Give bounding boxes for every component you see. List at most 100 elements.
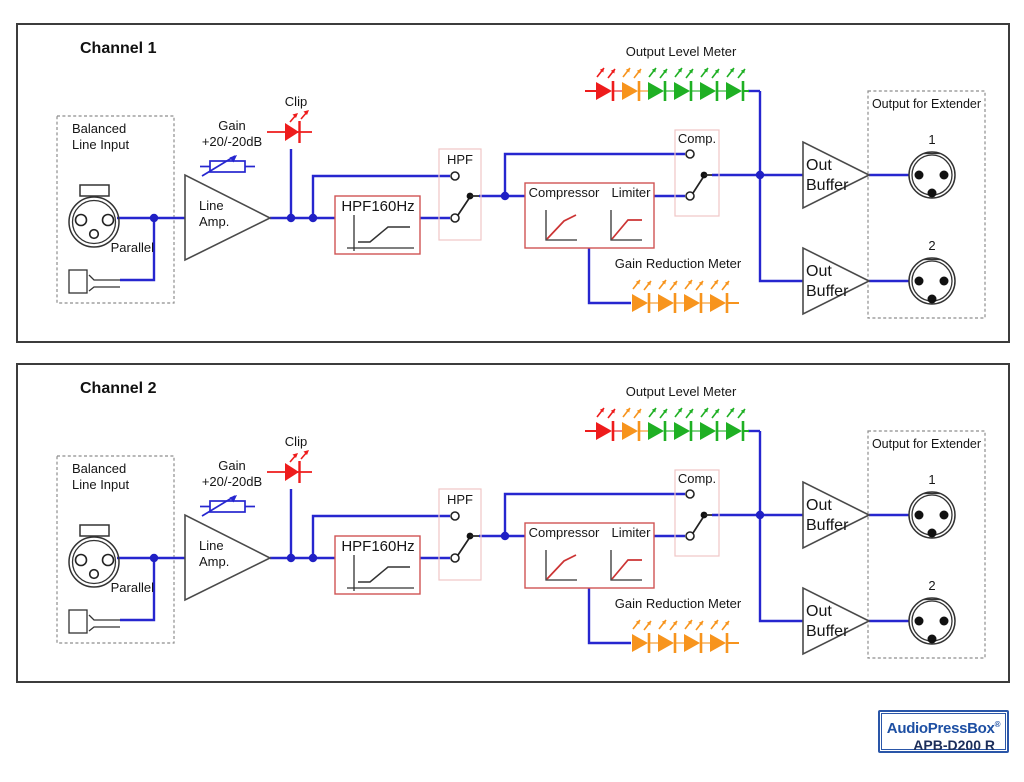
parallel-label: Parallel: [110, 240, 154, 255]
clip-led-icon: [267, 450, 312, 483]
brand-logo-inner: AudioPressBox® APB-D200 R: [881, 713, 1006, 753]
xlr2-label: 2: [928, 578, 936, 593]
comp-switch-icon: [674, 469, 720, 557]
xlr-output2-icon: [908, 597, 956, 645]
output-extender-box: [867, 430, 986, 659]
out-buffer1-icon: [802, 140, 871, 210]
limiter-label: Limiter: [611, 185, 651, 200]
balanced-input-box: [56, 115, 175, 304]
model-number: APB-D200 R: [913, 737, 995, 753]
led-icon: [674, 67, 694, 101]
parallel-jack-icon: [68, 609, 120, 634]
led-icon: [684, 279, 704, 313]
led-icon: [632, 279, 652, 313]
hpf-switch-icon: [438, 488, 482, 581]
brand-logo: AudioPressBox® APB-D200 R: [878, 710, 1009, 753]
out-buffer2-icon: [802, 246, 871, 316]
gain-label: Gain+20/-20dB: [201, 118, 263, 149]
xlr-output1-icon: [908, 491, 956, 539]
output-level-meter-label: Output Level Meter: [625, 384, 737, 399]
led-icon: [648, 67, 668, 101]
gain-control-icon: [200, 155, 255, 177]
limiter-label: Limiter: [611, 525, 651, 540]
led-icon: [648, 407, 668, 441]
hpf-block-label: HPF160Hz: [341, 538, 415, 555]
clip-led-icon: [267, 110, 312, 143]
hpf-switch-label: HPF: [447, 152, 473, 167]
brand-name: AudioPressBox®: [886, 720, 1001, 737]
gain-reduction-meter-leds: [632, 619, 739, 653]
led-icon: [726, 407, 746, 441]
clip-label: Clip: [284, 94, 308, 109]
hpf-filter-block: [334, 195, 421, 255]
comp-switch-icon: [674, 129, 720, 217]
parallel-jack-icon: [68, 269, 120, 294]
led-icon: [632, 619, 652, 653]
extender-box-label: Output for Extender: [871, 97, 982, 111]
xlr2-label: 2: [928, 238, 936, 253]
out-buffer2-icon: [802, 586, 871, 656]
gain-control-icon: [200, 495, 255, 517]
junction-dots: [149, 510, 765, 563]
extender-box-label: Output for Extender: [871, 437, 982, 451]
line-amp-icon: [184, 173, 272, 262]
comp-switch-label: Comp.: [677, 471, 717, 486]
led-icon: [710, 619, 730, 653]
comp-switch-label: Comp.: [677, 131, 717, 146]
led-icon: [622, 407, 642, 441]
out-buffer1-icon: [802, 480, 871, 550]
led-icon: [622, 67, 642, 101]
clip-label: Clip: [284, 434, 308, 449]
hpf-switch-icon: [438, 148, 482, 241]
balanced-input-box: [56, 455, 175, 644]
led-icon: [726, 67, 746, 101]
wiring-diagram: [56, 67, 986, 319]
led-icon: [684, 619, 704, 653]
xlr-output2-icon: [908, 257, 956, 305]
xlr1-label: 1: [928, 472, 936, 487]
xlr1-label: 1: [928, 132, 936, 147]
output-level-meter-leds: [585, 67, 749, 101]
led-icon: [658, 619, 678, 653]
wiring-diagram: [56, 407, 986, 659]
hpf-block-label: HPF160Hz: [341, 198, 415, 215]
led-icon: [674, 407, 694, 441]
xlr-input-icon: [68, 524, 120, 588]
led-icon: [658, 279, 678, 313]
channel-title: Channel 2: [80, 380, 157, 397]
output-extender-box: [867, 90, 986, 319]
signal-wires: [117, 89, 909, 305]
gain-reduction-meter-label: Gain Reduction Meter: [614, 596, 742, 611]
led-icon: [700, 407, 720, 441]
registered-mark: ®: [994, 720, 1001, 729]
compressor-label: Compressor: [528, 185, 600, 200]
output-level-meter-leds: [585, 407, 749, 441]
gain-label: Gain+20/-20dB: [201, 458, 263, 489]
xlr-input-icon: [68, 184, 120, 248]
xlr-output1-icon: [908, 151, 956, 199]
led-icon: [596, 67, 616, 101]
led-icon: [710, 279, 730, 313]
compressor-limiter-block: [524, 182, 655, 249]
line-amp-icon: [184, 513, 272, 602]
parallel-label: Parallel: [110, 580, 154, 595]
gain-reduction-meter-leds: [632, 279, 739, 313]
compressor-label: Compressor: [528, 525, 600, 540]
hpf-switch-label: HPF: [447, 492, 473, 507]
channel-title: Channel 1: [80, 40, 157, 57]
junction-dots: [149, 170, 765, 223]
gain-reduction-meter-label: Gain Reduction Meter: [614, 256, 742, 271]
led-icon: [700, 67, 720, 101]
compressor-limiter-block: [524, 522, 655, 589]
